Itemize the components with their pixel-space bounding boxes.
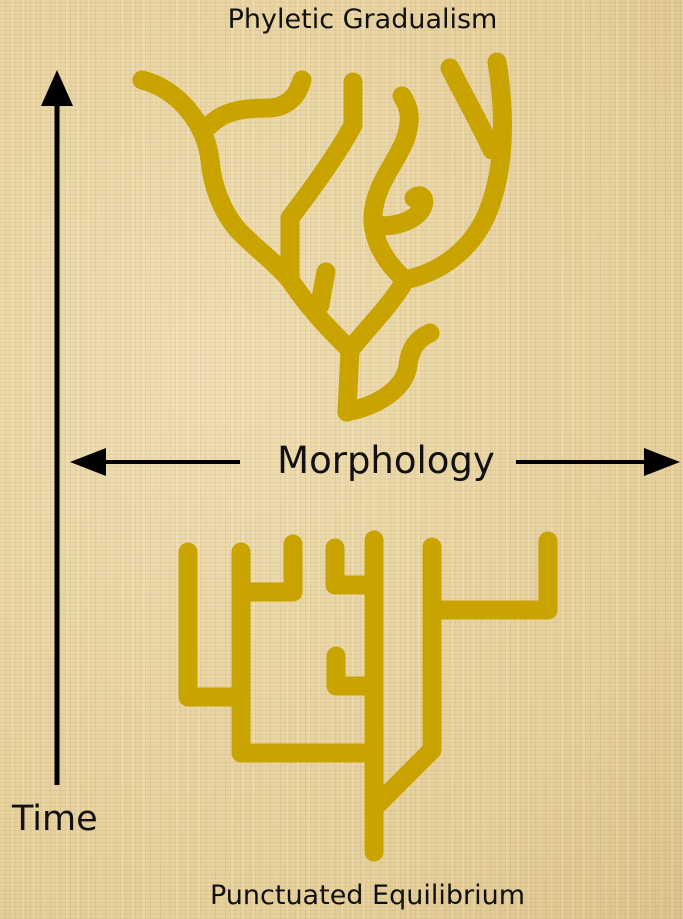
gradual-right-twig <box>450 68 492 150</box>
gradual-inner-loop <box>373 96 409 280</box>
time-axis-label: Time <box>12 802 98 837</box>
morphology-axis-label: Morphology <box>262 442 510 479</box>
time-axis-arrowhead <box>41 70 73 106</box>
time-axis <box>41 70 73 785</box>
punctuated-equilibrium-title: Punctuated Equilibrium <box>0 882 683 909</box>
morphology-axis-left-arrowhead <box>70 448 106 476</box>
gradual-short-twig <box>320 272 326 305</box>
gradual-left-twig <box>210 80 302 125</box>
punctuated-equilibrium-tree <box>188 540 548 852</box>
gradual-middle-branch <box>290 82 353 280</box>
morphology-axis-right-arrowhead <box>644 448 680 476</box>
phyletic-gradualism-title: Phyletic Gradualism <box>0 6 683 33</box>
phyletic-gradualism-tree <box>142 62 502 412</box>
punctuated-right-fork <box>432 541 548 610</box>
